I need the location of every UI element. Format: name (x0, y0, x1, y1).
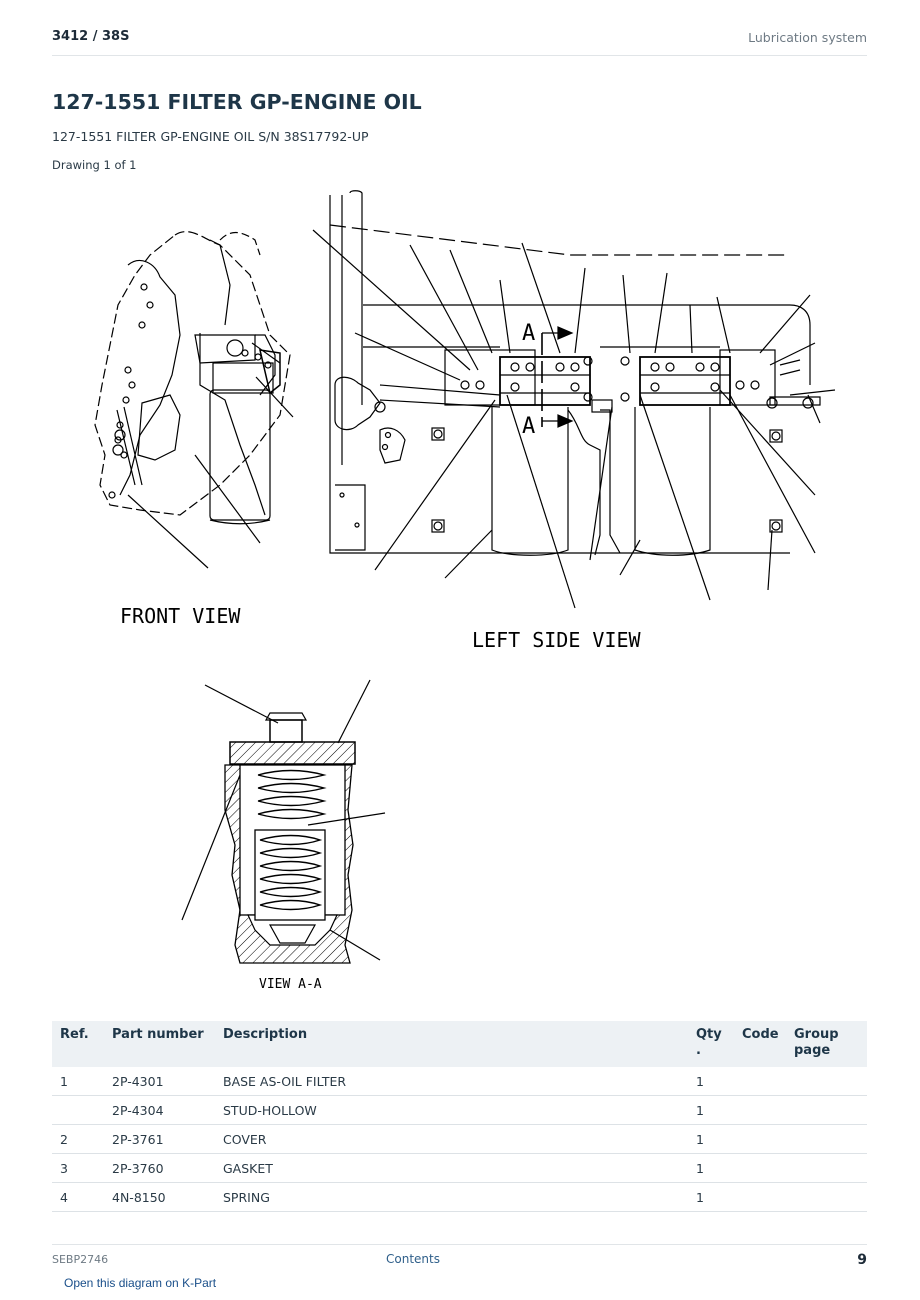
cell-ref: 4 (52, 1182, 104, 1212)
cell-description: GASKET (215, 1153, 688, 1183)
page-number: 9 (857, 1252, 867, 1268)
cell-part-number: 2P-3761 (104, 1124, 215, 1154)
col-part-number: Part number (104, 1021, 215, 1067)
cell-part-number: 2P-4301 (104, 1067, 215, 1096)
cell-group-page (786, 1124, 867, 1154)
section-mark-a-top: A (522, 321, 535, 346)
footer-doc-id: SEBP2746 (52, 1253, 109, 1266)
contents-link[interactable]: Contents (386, 1252, 440, 1266)
cell-qty: 1 (688, 1067, 734, 1096)
header-section: Lubrication system (748, 30, 867, 45)
cell-code (734, 1182, 786, 1212)
view-aa-label: VIEW A-A (259, 977, 322, 992)
cell-ref: 2 (52, 1124, 104, 1154)
col-qty: Qty . (688, 1021, 734, 1067)
cell-group-page (786, 1182, 867, 1212)
cell-group-page (786, 1067, 867, 1096)
header-model: 3412 / 38S (52, 29, 130, 44)
cell-code (734, 1153, 786, 1183)
parts-table: Ref. Part number Description Qty . Code … (52, 1021, 867, 1212)
front-view-drawing (94, 231, 294, 569)
table-row: 2 2P-3761 COVER 1 (52, 1124, 867, 1154)
table-row: 3 2P-3760 GASKET 1 (52, 1153, 867, 1183)
cell-description: SPRING (215, 1182, 688, 1212)
cell-group-page (786, 1153, 867, 1183)
page-subtitle: 127-1551 FILTER GP-ENGINE OIL S/N 38S177… (52, 129, 369, 144)
view-aa-section-drawing (181, 679, 386, 964)
table-row: 1 2P-4301 BASE AS-OIL FILTER 1 (52, 1067, 867, 1096)
cell-qty: 1 (688, 1153, 734, 1183)
header-divider (52, 55, 867, 56)
parts-table-header: Ref. Part number Description Qty . Code … (52, 1021, 867, 1067)
page-title: 127-1551 FILTER GP-ENGINE OIL (52, 90, 422, 114)
cell-qty: 1 (688, 1182, 734, 1212)
cell-code (734, 1095, 786, 1125)
footer-divider (52, 1244, 867, 1245)
left-side-view-drawing: A A (312, 190, 836, 609)
front-view-label: FRONT VIEW (120, 604, 241, 628)
cell-ref: 1 (52, 1067, 104, 1096)
section-mark-a-bottom: A (522, 414, 535, 439)
cell-part-number: 2P-4304 (104, 1095, 215, 1125)
cell-qty: 1 (688, 1124, 734, 1154)
col-code: Code (734, 1021, 786, 1067)
cell-code (734, 1124, 786, 1154)
table-row: 2P-4304 STUD-HOLLOW 1 (52, 1095, 867, 1125)
kpart-link[interactable]: Open this diagram on K-Part (64, 1276, 217, 1290)
col-group-page: Group page (786, 1021, 867, 1067)
cell-qty: 1 (688, 1095, 734, 1125)
col-description: Description (215, 1021, 688, 1067)
cell-part-number: 4N-8150 (104, 1182, 215, 1212)
cell-description: BASE AS-OIL FILTER (215, 1067, 688, 1096)
cell-code (734, 1067, 786, 1096)
cell-description: COVER (215, 1124, 688, 1154)
cell-description: STUD-HOLLOW (215, 1095, 688, 1125)
cell-ref: 3 (52, 1153, 104, 1183)
cell-part-number: 2P-3760 (104, 1153, 215, 1183)
table-row: 4 4N-8150 SPRING 1 (52, 1182, 867, 1212)
parts-diagram: A A (94, 190, 836, 992)
cell-ref (52, 1095, 104, 1125)
left-side-view-label: LEFT SIDE VIEW (472, 628, 642, 652)
cell-group-page (786, 1095, 867, 1125)
drawing-label: Drawing 1 of 1 (52, 158, 137, 172)
col-ref: Ref. (52, 1021, 104, 1067)
